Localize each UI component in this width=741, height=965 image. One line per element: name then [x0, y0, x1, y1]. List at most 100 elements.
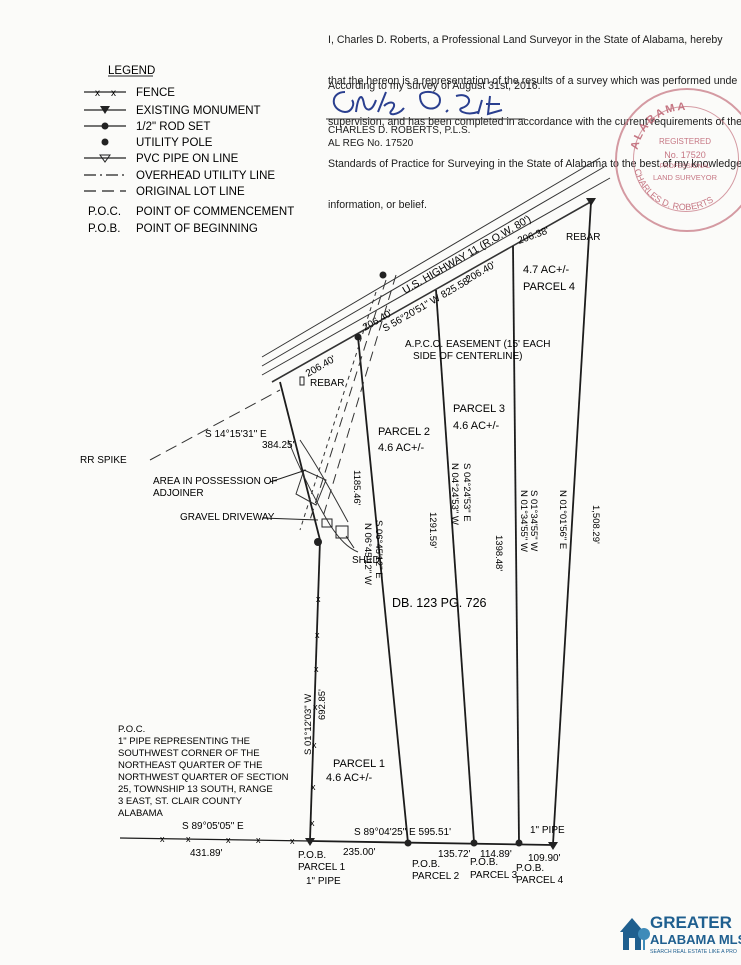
logo-brand-line1: GREATER [650, 913, 732, 932]
parcel-3-name: PARCEL 3 [453, 403, 505, 415]
survey-date: According to my survey of August 31st, 2… [328, 80, 541, 92]
east-bearing: N 01°01'56" E [557, 490, 568, 549]
svg-text:x: x [312, 740, 317, 750]
svg-text:1" PIPE REPRESENTING THE: 1" PIPE REPRESENTING THE [118, 736, 250, 747]
line2-bearing-b: N 06°45'12" W [362, 523, 373, 585]
legend-title: LEGEND [108, 65, 155, 77]
line4-bearing-a: N 01°34'55" W [518, 490, 529, 552]
rod-set-icon [515, 839, 523, 847]
pob-2: P.O.B. [412, 859, 440, 870]
pob-4: P.O.B. [516, 863, 544, 874]
original-lot-line [149, 389, 281, 461]
legend-overhead: OVERHEAD UTILITY LINE [136, 170, 275, 182]
north-boundary-line [271, 199, 595, 383]
seal-professional: PROFESSIONAL [660, 163, 711, 170]
south-line [309, 840, 554, 846]
svg-text:x: x [160, 834, 165, 844]
gravel-driveway-sketch [287, 439, 359, 553]
parcel-1-area: 4.6 AC+/- [326, 772, 373, 784]
parcel-line-3 [435, 289, 475, 843]
east-line [552, 201, 592, 845]
line2-distance: 1185.46' [351, 470, 362, 506]
line3-bearing-a: N 04°24'53" W [449, 463, 460, 525]
west-line-upper [279, 381, 321, 541]
p1-west-distance: 692.85' [317, 689, 328, 720]
svg-text:25, TOWNSHIP 13 SOUTH, RANGE: 25, TOWNSHIP 13 SOUTH, RANGE [118, 784, 273, 795]
pob-2-parcel: PARCEL 2 [412, 871, 460, 882]
apco-easement [299, 274, 397, 531]
area-leader [269, 469, 307, 483]
deed-book-label: DB. 123 PG. 726 [392, 596, 487, 610]
poc-title: P.O.C. [118, 724, 145, 735]
logo-brand-line2: ALABAMA MLS [650, 932, 741, 947]
south-segment-1: 235.00' [343, 847, 376, 858]
rebar-nw: REBAR [310, 378, 344, 389]
legend-pob-abbrev: P.O.B. [88, 223, 120, 235]
pob-1-pipe: 1" PIPE [306, 876, 341, 887]
cert-line: that the hereon is a representation of t… [328, 74, 738, 87]
house-with-tree-icon [620, 918, 650, 950]
pob-4-parcel: PARCEL 4 [516, 875, 564, 886]
driveway-leader [261, 517, 319, 521]
seal-registered: REGISTERED [659, 137, 711, 146]
signature-scribble [332, 90, 503, 116]
pob-1-parcel: PARCEL 1 [298, 862, 346, 873]
utility-pole-icon [379, 271, 387, 279]
shed-leader [345, 535, 355, 549]
west-bearing: S 14°15'31" E [205, 429, 267, 440]
south-segment-2: 135.72' [438, 849, 471, 860]
greater-alabama-mls-logo: GREATER ALABAMA MLS SEARCH REAL ESTATE L… [618, 908, 741, 960]
west-fence-marks: x x x x x x x [310, 594, 321, 828]
poc-description: P.O.C. 1" PIPE REPRESENTING THE SOUTHWES… [118, 724, 289, 819]
existing-monument-icon [305, 838, 315, 846]
svg-text:SOUTHWEST CORNER OF THE: SOUTHWEST CORNER OF THE [118, 748, 260, 759]
parcel-line-4 [512, 245, 520, 844]
seal-land-surveyor: LAND SURVEYOR [653, 173, 718, 182]
line3-distance: 1291.59' [427, 512, 438, 548]
area-possession-line2: ADJOINER [153, 488, 204, 499]
svg-text:x: x [186, 834, 191, 844]
pob-3: P.O.B. [470, 857, 498, 868]
svg-text:ALABAMA: ALABAMA [118, 808, 164, 819]
parcel-2-area: 4.6 AC+/- [378, 442, 425, 454]
legend-pob: POINT OF BEGINNING [136, 223, 258, 235]
fence-icon: x [95, 88, 100, 99]
legend-lot-line: ORIGINAL LOT LINE [136, 186, 245, 198]
svg-text:x: x [310, 818, 315, 828]
parcel-boundaries [279, 201, 592, 846]
rebar-icon [299, 376, 305, 386]
utility-pole-icon [314, 538, 322, 546]
svg-text:NORTHWEST QUARTER OF SECTION: NORTHWEST QUARTER OF SECTION [118, 772, 289, 783]
logo-tagline: SEARCH REAL ESTATE LIKE A PRO [650, 949, 737, 955]
svg-text:x: x [314, 664, 319, 674]
line4-distance: 1398.48' [493, 535, 504, 571]
poc-fence-bearing: S 89°05'05" E [182, 821, 244, 832]
parcel-1-name: PARCEL 1 [333, 758, 385, 770]
pob-3-parcel: PARCEL 3 [470, 870, 518, 881]
legend-pvc: PVC PIPE ON LINE [136, 153, 239, 165]
line3-bearing-b: S 04°24'53" E [461, 463, 472, 522]
legend-pole: UTILITY POLE [136, 137, 213, 149]
line4-bearing-b: S 01°34'55" W [528, 490, 539, 551]
legend-poc-abbrev: P.O.C. [88, 206, 121, 218]
existing-monument-icon [100, 106, 110, 114]
parcel-4-area: 4.7 AC+/- [523, 264, 570, 276]
svg-text:3 EAST, ST. CLAIR COUNTY: 3 EAST, ST. CLAIR COUNTY [118, 796, 243, 807]
registration-number: AL REG No. 17520 [328, 138, 414, 149]
line2-bearing-a: S 06°45'12" E [373, 520, 384, 579]
parcel-4-name: PARCEL 4 [523, 281, 575, 293]
surveyor-seal-stamp: ALABAMA CHARLES D. ROBERTS REGISTERED No… [615, 88, 741, 232]
svg-text:x: x [290, 836, 295, 846]
cert-line: information, or belief. [328, 199, 427, 212]
cert-line: I, Charles D. Roberts, a Professional La… [328, 33, 723, 46]
shed-label: SHED [352, 555, 380, 566]
parcel-2-name: PARCEL 2 [378, 426, 430, 438]
west-distance: 384.25' [262, 440, 295, 451]
south-segment-4: 109.90' [528, 853, 561, 864]
svg-text:x: x [311, 782, 316, 792]
svg-text:x: x [316, 594, 321, 604]
south-bearing: S 89°04'25" E 595.51' [354, 827, 451, 838]
area-possession-line1: AREA IN POSSESSION OF [153, 476, 277, 487]
